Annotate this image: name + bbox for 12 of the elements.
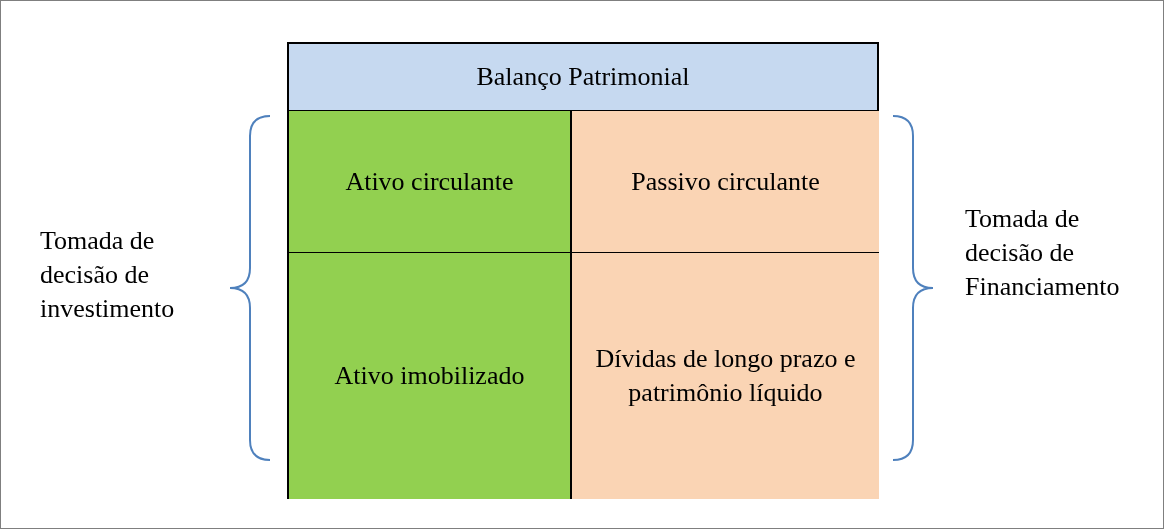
cell-text: Ativo imobilizado [334,360,525,392]
asset-cell [289,110,570,252]
liability-cell [570,252,879,499]
cell-text: Ativo circulante [345,165,514,198]
liability-cell [570,110,879,252]
balance-sheet-table [287,42,879,499]
asset-cell [289,252,570,499]
side-note: Tomada de decisão de Financiamento [965,203,1121,303]
table-heading: Balanço Patrimonial [475,61,691,93]
cell-text: Dívidas de longo prazo e patrimônio líquido [594,343,857,409]
cell-text: Passivo circulante [631,165,820,198]
side-note: Tomada de decisão de investimento [40,225,176,325]
